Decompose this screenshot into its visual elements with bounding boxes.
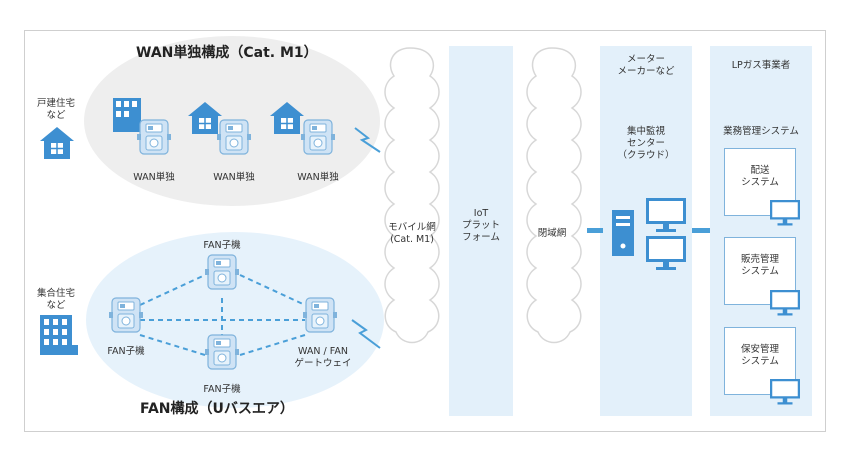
detached-house-label-line2: など xyxy=(46,110,66,121)
safety-system-line1: 保安管理 xyxy=(740,344,779,355)
fan-gateway-meter xyxy=(302,297,338,333)
monitor-icon-top xyxy=(646,198,686,232)
apartment-label-line1: 集合住宅 xyxy=(36,288,75,299)
fan-meter-left xyxy=(108,297,144,333)
wan-meter-3-label: WAN単独 xyxy=(297,172,339,183)
iot-label-line3: フォーム xyxy=(462,232,500,243)
apartment-label-line2: など xyxy=(46,300,66,311)
monitoring-center-line3: （クラウド） xyxy=(617,150,675,161)
delivery-monitor-icon xyxy=(770,200,800,226)
business-system-title: 業務管理システム xyxy=(723,126,799,137)
mobile-network-label-line2: (Cat. M1) xyxy=(390,234,434,245)
lp-gas-header: LPガス事業者 xyxy=(731,60,791,71)
fan-meter-top xyxy=(204,254,240,290)
fan-meter-left-label: FAN子機 xyxy=(107,346,145,357)
detached-house-label-line1: 戸建住宅 xyxy=(36,98,75,109)
detached-house-label: 戸建住宅 など xyxy=(32,98,80,122)
meter-maker-header-line2: メーカーなど xyxy=(617,66,675,77)
wan-meter-3 xyxy=(300,119,336,155)
fan-meter-bottom xyxy=(204,334,240,370)
connector-closed-to-center xyxy=(587,228,603,233)
server-icon xyxy=(612,210,634,256)
fan-mesh-links xyxy=(139,274,306,356)
safety-system-line2: システム xyxy=(741,356,779,367)
wan-signal-icon xyxy=(354,127,381,153)
monitoring-center-line2: センター xyxy=(626,138,665,149)
wan-building-icon xyxy=(113,98,141,132)
closed-network-label: 閉域網 xyxy=(537,228,567,239)
apartment-label: 集合住宅 など xyxy=(32,288,80,312)
wan-meter-2 xyxy=(216,119,252,155)
wan-title: WAN単独構成（Cat. M1） xyxy=(136,45,318,61)
fan-title: FAN構成（Uバスエア） xyxy=(140,401,294,417)
closed-network-cloud xyxy=(526,47,582,344)
fan-meter-top-label: FAN子機 xyxy=(203,240,241,251)
mobile-network-label: モバイル網 (Cat. M1) xyxy=(386,222,438,246)
wan-house-icon-2 xyxy=(187,101,223,135)
delivery-system-line1: 配送 xyxy=(750,165,770,176)
gateway-label-line1: WAN / FAN xyxy=(298,346,348,357)
iot-label-line2: プラット xyxy=(461,220,500,231)
delivery-system-line2: システム xyxy=(741,177,779,188)
monitoring-center-line1: 集中監視 xyxy=(626,126,665,137)
sales-system-line2: システム xyxy=(741,266,779,277)
mobile-network-label-line1: モバイル網 xyxy=(388,222,436,233)
wan-meter-1 xyxy=(136,119,172,155)
mobile-network-cloud xyxy=(384,47,440,344)
wan-house-icon-3 xyxy=(269,101,305,135)
detached-house-icon xyxy=(39,126,75,160)
sales-system-line1: 販売管理 xyxy=(740,254,779,265)
gateway-label-line2: ゲートウェイ xyxy=(294,358,352,369)
sales-monitor-icon xyxy=(770,290,800,316)
gateway-label: WAN / FAN ゲートウェイ xyxy=(288,346,358,370)
apartment-building-icon xyxy=(40,315,78,355)
connector-center-to-lp xyxy=(692,228,710,233)
monitor-icon-bottom xyxy=(646,236,686,270)
fan-signal-icon xyxy=(351,319,381,349)
wan-meter-2-label: WAN単独 xyxy=(213,172,255,183)
fan-meter-bottom-label: FAN子機 xyxy=(203,384,241,395)
iot-platform-column: IoT プラット フォーム xyxy=(449,46,513,416)
wan-meter-1-label: WAN単独 xyxy=(133,172,175,183)
meter-maker-header-line1: メーター xyxy=(626,54,665,65)
iot-label-line1: IoT xyxy=(473,208,489,219)
delivery-system-box: 配送 システム xyxy=(724,148,796,216)
safety-monitor-icon xyxy=(770,379,800,405)
